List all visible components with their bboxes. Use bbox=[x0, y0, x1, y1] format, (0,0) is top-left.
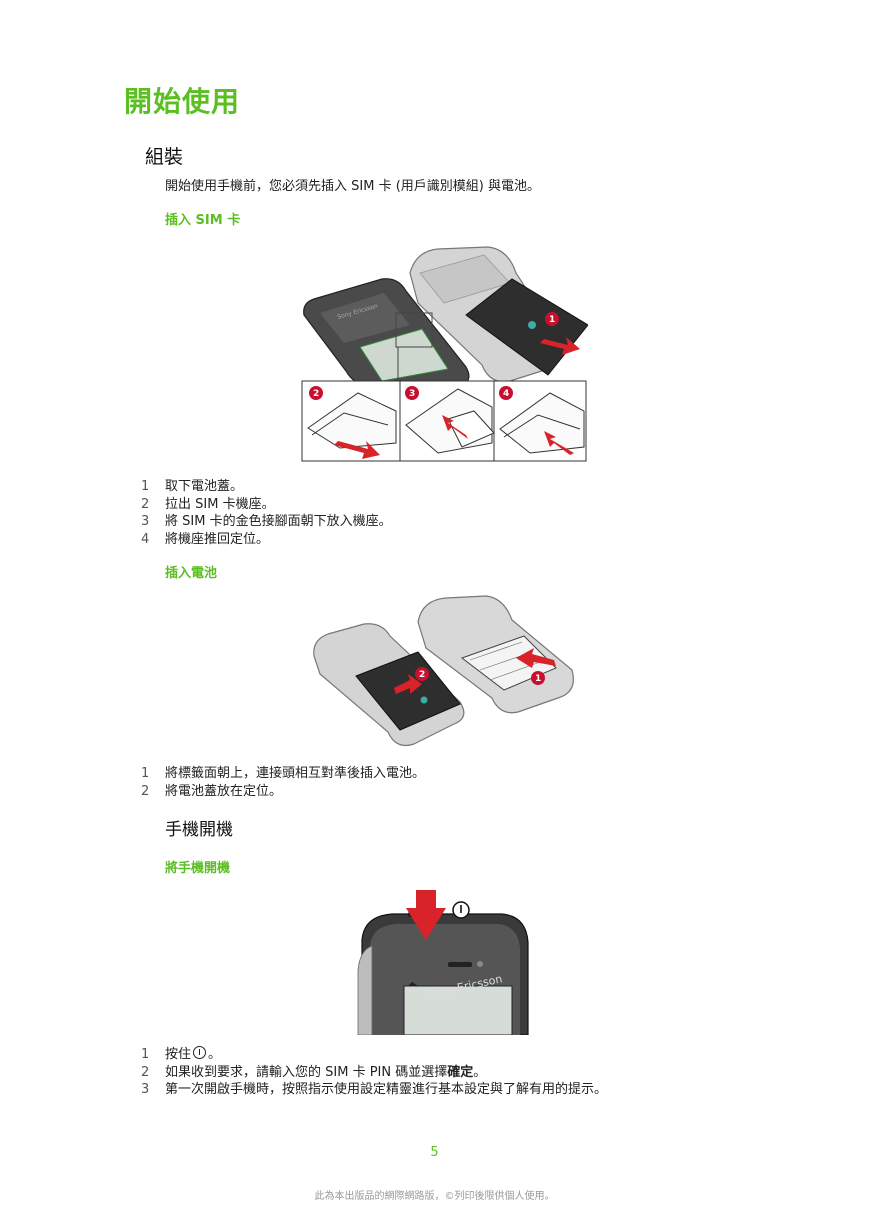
callout-1: 1 bbox=[545, 312, 559, 326]
list-item: 2 如果收到要求，請輸入您的 SIM 卡 PIN 碼並選擇確定。 bbox=[141, 1064, 487, 1080]
svg-text:2: 2 bbox=[313, 389, 319, 399]
phone-right-open: 1 bbox=[417, 595, 574, 714]
section-heading-power-on: 手機開機 bbox=[165, 820, 233, 840]
subheading-insert-battery: 插入電池 bbox=[165, 566, 218, 581]
phone-front-dark: Sony Ericsson bbox=[303, 278, 470, 388]
panel-push-holder: 4 bbox=[499, 386, 585, 455]
page-title: 開始使用 bbox=[124, 85, 241, 118]
panel-pull-holder: 2 bbox=[307, 386, 397, 459]
power-icon bbox=[452, 901, 470, 919]
power-steps-list: 1 按住。 2 如果收到要求，請輸入您的 SIM 卡 PIN 碼並選擇確定。 3… bbox=[141, 1046, 607, 1099]
battery-insertion-illustration: 1 2 bbox=[313, 595, 574, 747]
section-heading-assembly: 組裝 bbox=[145, 146, 184, 168]
power-icon bbox=[193, 1046, 207, 1059]
arrow-press-power bbox=[406, 890, 446, 940]
svg-text:2: 2 bbox=[419, 670, 425, 680]
svg-text:4: 4 bbox=[503, 389, 509, 399]
footer-note: 此為本出版品的網際網路版，©列印後限供個人使用。 bbox=[314, 1191, 555, 1202]
intro-text: 開始使用手機前，您必須先插入 SIM 卡 (用戶識別模組) 與電池。 bbox=[165, 179, 540, 194]
phone-top-view: Sony Ericsson bbox=[357, 912, 529, 1035]
arrow-remove-cover bbox=[540, 337, 580, 355]
page-number: 5 bbox=[430, 1145, 439, 1160]
panel-insert-card: 3 bbox=[405, 386, 495, 454]
svg-text:1: 1 bbox=[549, 315, 555, 325]
power-on-illustration: Sony Ericsson bbox=[357, 890, 529, 1035]
confirm-keyword: 確定 bbox=[447, 1064, 474, 1080]
subheading-insert-sim: 插入 SIM 卡 bbox=[165, 213, 241, 228]
svg-text:3: 3 bbox=[409, 389, 415, 399]
phone-left-closed: 2 bbox=[313, 623, 465, 747]
list-item: 3 第一次開啟手機時，按照指示使用設定精靈進行基本設定與了解有用的提示。 bbox=[141, 1082, 608, 1097]
sim-insertion-illustration: Sony Ericsson 1 2 3 4 bbox=[301, 246, 588, 462]
battery-cover bbox=[465, 278, 588, 376]
subheading-turn-on: 將手機開機 bbox=[165, 861, 231, 876]
list-item: 1 按住。 bbox=[141, 1046, 222, 1062]
svg-text:1: 1 bbox=[535, 674, 541, 684]
